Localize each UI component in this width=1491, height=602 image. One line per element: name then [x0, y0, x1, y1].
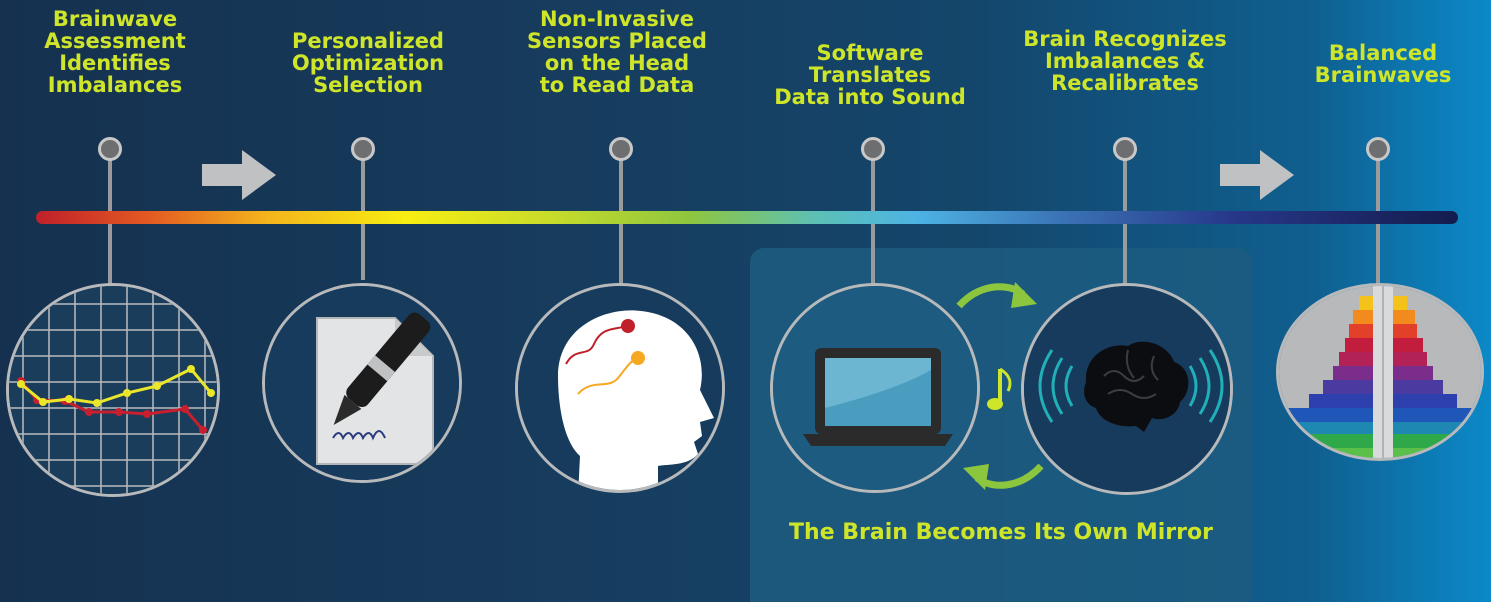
timeline-node-5	[1113, 137, 1137, 161]
title-line: Selection	[313, 73, 423, 97]
title-line: Optimization	[291, 51, 445, 75]
title-line: to Read Data	[539, 73, 695, 97]
title-line: Non-Invasive	[540, 7, 694, 31]
title-line: Brain Recognizes	[1023, 27, 1227, 51]
title-line: Sensors Placed	[527, 29, 707, 53]
step-title-brainwave-assessment: Brainwave Assessment Identifies Imbalanc…	[0, 8, 230, 96]
progress-arrow-right-icon	[1220, 150, 1294, 200]
step-title-brain-recognizes: Brain Recognizes Imbalances & Recalibrat…	[1010, 28, 1240, 94]
brain-circle	[1021, 283, 1233, 495]
timeline-node-2	[351, 137, 375, 161]
cycle-arrow-bottom-icon	[963, 463, 1044, 490]
assessment-chart-circle	[6, 283, 220, 497]
title-line: on the Head	[544, 51, 690, 75]
title-line: Imbalances	[47, 73, 183, 97]
title-line: Balanced	[1328, 41, 1438, 65]
cycle-arrow-top-icon	[956, 282, 1037, 309]
document-pen-icon	[265, 286, 459, 480]
title-line: Software Translates	[808, 41, 932, 87]
balanced-spectrogram-circle	[1276, 283, 1484, 461]
head-sensors-icon	[518, 286, 722, 490]
line-chart-icon	[9, 286, 217, 494]
laptop-icon	[773, 286, 977, 490]
spectrogram-icon	[1279, 286, 1481, 458]
timeline-node-3	[609, 137, 633, 161]
title-line: Personalized	[292, 29, 444, 53]
music-note-icon	[987, 367, 1012, 410]
timeline-node-1	[98, 137, 122, 161]
title-line: Imbalances &	[1044, 49, 1206, 73]
timeline-node-6	[1366, 137, 1390, 161]
progress-arrow-right-icon	[202, 150, 276, 200]
optimization-document-circle	[262, 283, 462, 483]
title-line: Recalibrates	[1051, 71, 1199, 95]
laptop-circle	[770, 283, 980, 493]
brain-icon	[1024, 286, 1230, 492]
title-line: Brainwave	[52, 7, 178, 31]
title-line: Brainwaves	[1314, 63, 1452, 87]
head-sensors-circle	[515, 283, 725, 493]
mirror-caption: The Brain Becomes Its Own Mirror	[789, 520, 1213, 545]
step-title-personalized-optimization: Personalized Optimization Selection	[253, 30, 483, 96]
step-title-non-invasive-sensors: Non-Invasive Sensors Placed on the Head …	[502, 8, 732, 96]
title-line: Data into Sound	[774, 85, 966, 109]
timeline-node-4	[861, 137, 885, 161]
title-line: Identifies	[59, 51, 171, 75]
step-title-software-translates: Software Translates Data into Sound	[755, 42, 985, 108]
timeline-spectrum-bar	[36, 211, 1458, 224]
step-title-balanced-brainwaves: Balanced Brainwaves	[1268, 42, 1491, 86]
title-line: Assessment	[44, 29, 186, 53]
